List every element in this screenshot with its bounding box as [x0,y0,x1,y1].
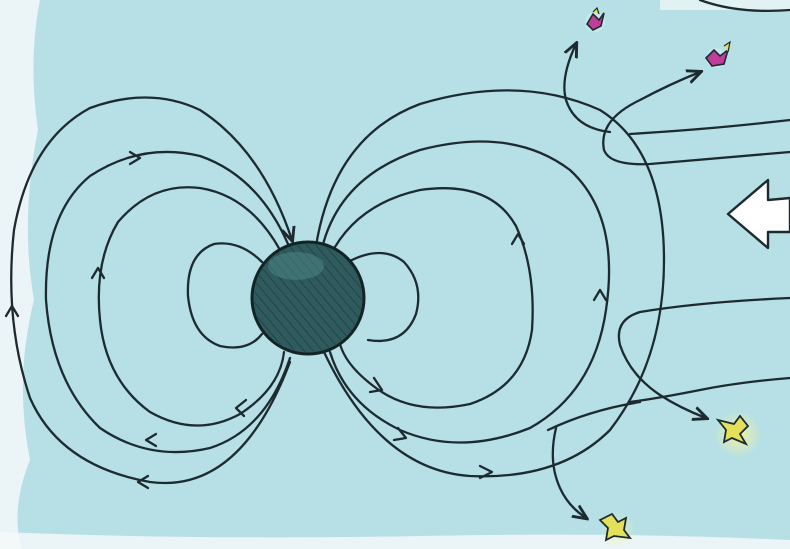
particle-yellow-right [714,410,762,458]
paper-edge-top-right [660,0,790,10]
planet [252,242,364,354]
particle-yellow-bottom [600,512,636,548]
planet-highlight [268,252,324,280]
